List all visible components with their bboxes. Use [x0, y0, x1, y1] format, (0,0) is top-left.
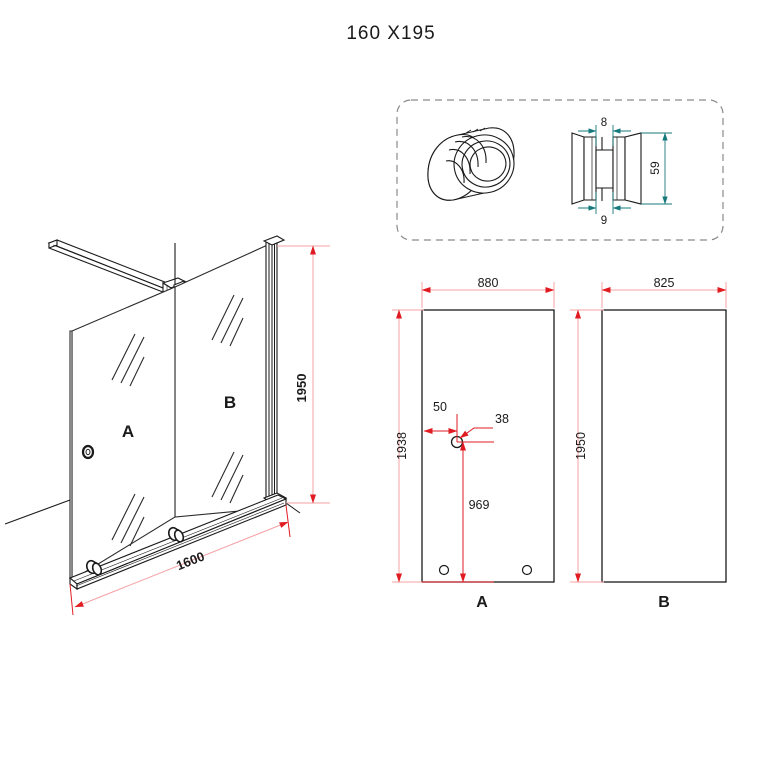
- panel-a-edge: [69, 330, 73, 581]
- dimension-clamp-gap: 8: [578, 117, 631, 146]
- bottom-hole-left: [438, 564, 450, 576]
- page-title: 160 X195: [346, 23, 435, 44]
- dimension-b-width: 825: [601, 276, 727, 308]
- dimension-label-1950-b: 1950: [574, 432, 588, 460]
- glass-clamp-3d-icon: [427, 127, 515, 201]
- dimension-label-9: 9: [601, 215, 607, 227]
- dimension-label-59: 59: [648, 161, 662, 175]
- dimension-a-hole-offset-x: 50: [423, 400, 458, 442]
- dimension-a-width: 880: [421, 276, 555, 308]
- dimension-label-1950-iso: 1950: [294, 374, 309, 403]
- bottom-hole-right: [521, 564, 533, 576]
- panel-b-iso-label: B: [224, 393, 236, 412]
- glass-clamp-detail: 8 9 59: [396, 99, 724, 241]
- shower-screen-isometric: B A: [4, 235, 330, 616]
- dimension-a-height: 1938: [392, 309, 424, 583]
- panel-a-iso: A: [69, 286, 176, 581]
- dimension-label-880: 880: [478, 276, 499, 290]
- rail-leader-tick: [285, 502, 301, 514]
- dimension-label-38: 38: [495, 412, 509, 426]
- panel-a-outline: [421, 309, 555, 583]
- dimension-label-825: 825: [654, 276, 675, 290]
- glass-reflection-streaks-b: [211, 294, 244, 504]
- dimension-clamp-base: 9: [578, 192, 631, 227]
- dimension-label-969: 969: [469, 498, 490, 512]
- panel-a-elevation: 880 1938 50 38 969: [392, 276, 555, 611]
- dimension-b-height: 1950: [570, 309, 604, 583]
- panel-b-elevation: 825 1950 B: [570, 276, 727, 611]
- dimension-iso-height: 1950: [277, 245, 330, 504]
- door-knob: [81, 444, 95, 460]
- dimension-a-hole-offset-y: 969: [422, 441, 494, 583]
- detail-box-border: [396, 99, 724, 241]
- clamp-cross-section: [571, 132, 642, 205]
- panel-a-label: A: [476, 594, 488, 611]
- dimension-label-1938: 1938: [395, 432, 409, 460]
- dimension-label-50: 50: [433, 400, 447, 414]
- dimension-clamp-diameter: 59: [641, 132, 672, 205]
- panel-a-iso-label: A: [122, 422, 134, 441]
- dimension-label-8: 8: [601, 117, 607, 129]
- panel-b-iso: B: [174, 242, 273, 518]
- dimension-a-hole-diameter: 38: [459, 412, 509, 439]
- panel-b-outline: [601, 309, 727, 583]
- floor-line: [4, 499, 71, 525]
- panel-b-label: B: [658, 594, 670, 611]
